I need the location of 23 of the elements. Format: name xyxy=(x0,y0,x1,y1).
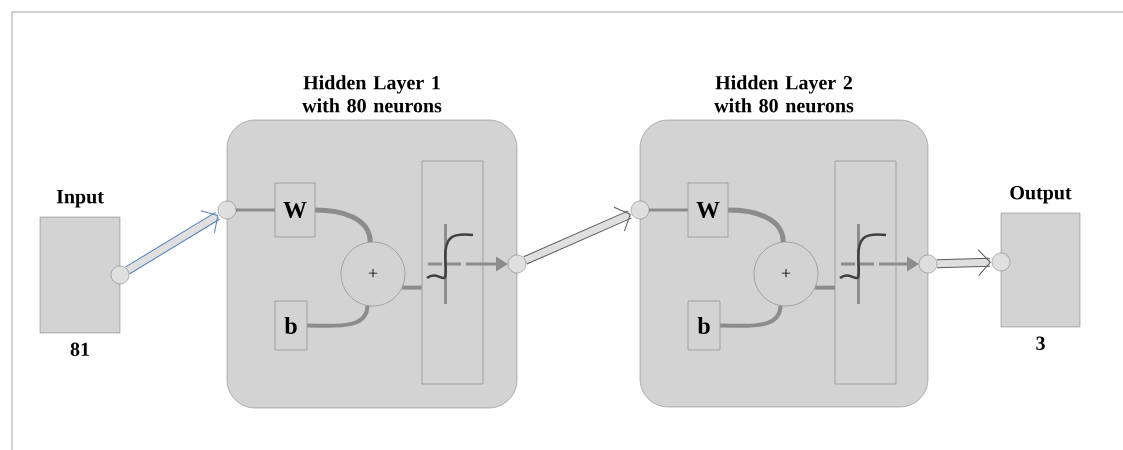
io-label: Input xyxy=(56,190,104,208)
transfer-function-box xyxy=(421,160,484,385)
size-label: 81 xyxy=(70,342,89,357)
connection-arrow xyxy=(125,210,220,275)
connection-arrow xyxy=(936,249,991,277)
connector-line xyxy=(402,285,422,290)
parameter-box: W xyxy=(687,182,729,238)
parameter-box: b xyxy=(687,300,721,351)
parameter-box: W xyxy=(274,182,316,238)
parameter-box: b xyxy=(274,300,308,351)
connector-line xyxy=(236,208,275,212)
size-label: 3 xyxy=(1036,336,1045,350)
io-label: Output xyxy=(1010,186,1072,204)
layer-title: Hidden Layer 2 with 80 neurons xyxy=(714,75,854,113)
connector-line xyxy=(720,305,783,328)
connector-line xyxy=(315,207,373,243)
connector-line xyxy=(815,285,835,290)
transfer-function-box xyxy=(834,160,897,385)
connector-line xyxy=(307,305,370,328)
connection-arrow xyxy=(523,206,632,265)
connector-line xyxy=(649,208,688,212)
layer-title: Hidden Layer 1 with 80 neurons xyxy=(302,75,442,113)
connector-line xyxy=(728,207,786,243)
